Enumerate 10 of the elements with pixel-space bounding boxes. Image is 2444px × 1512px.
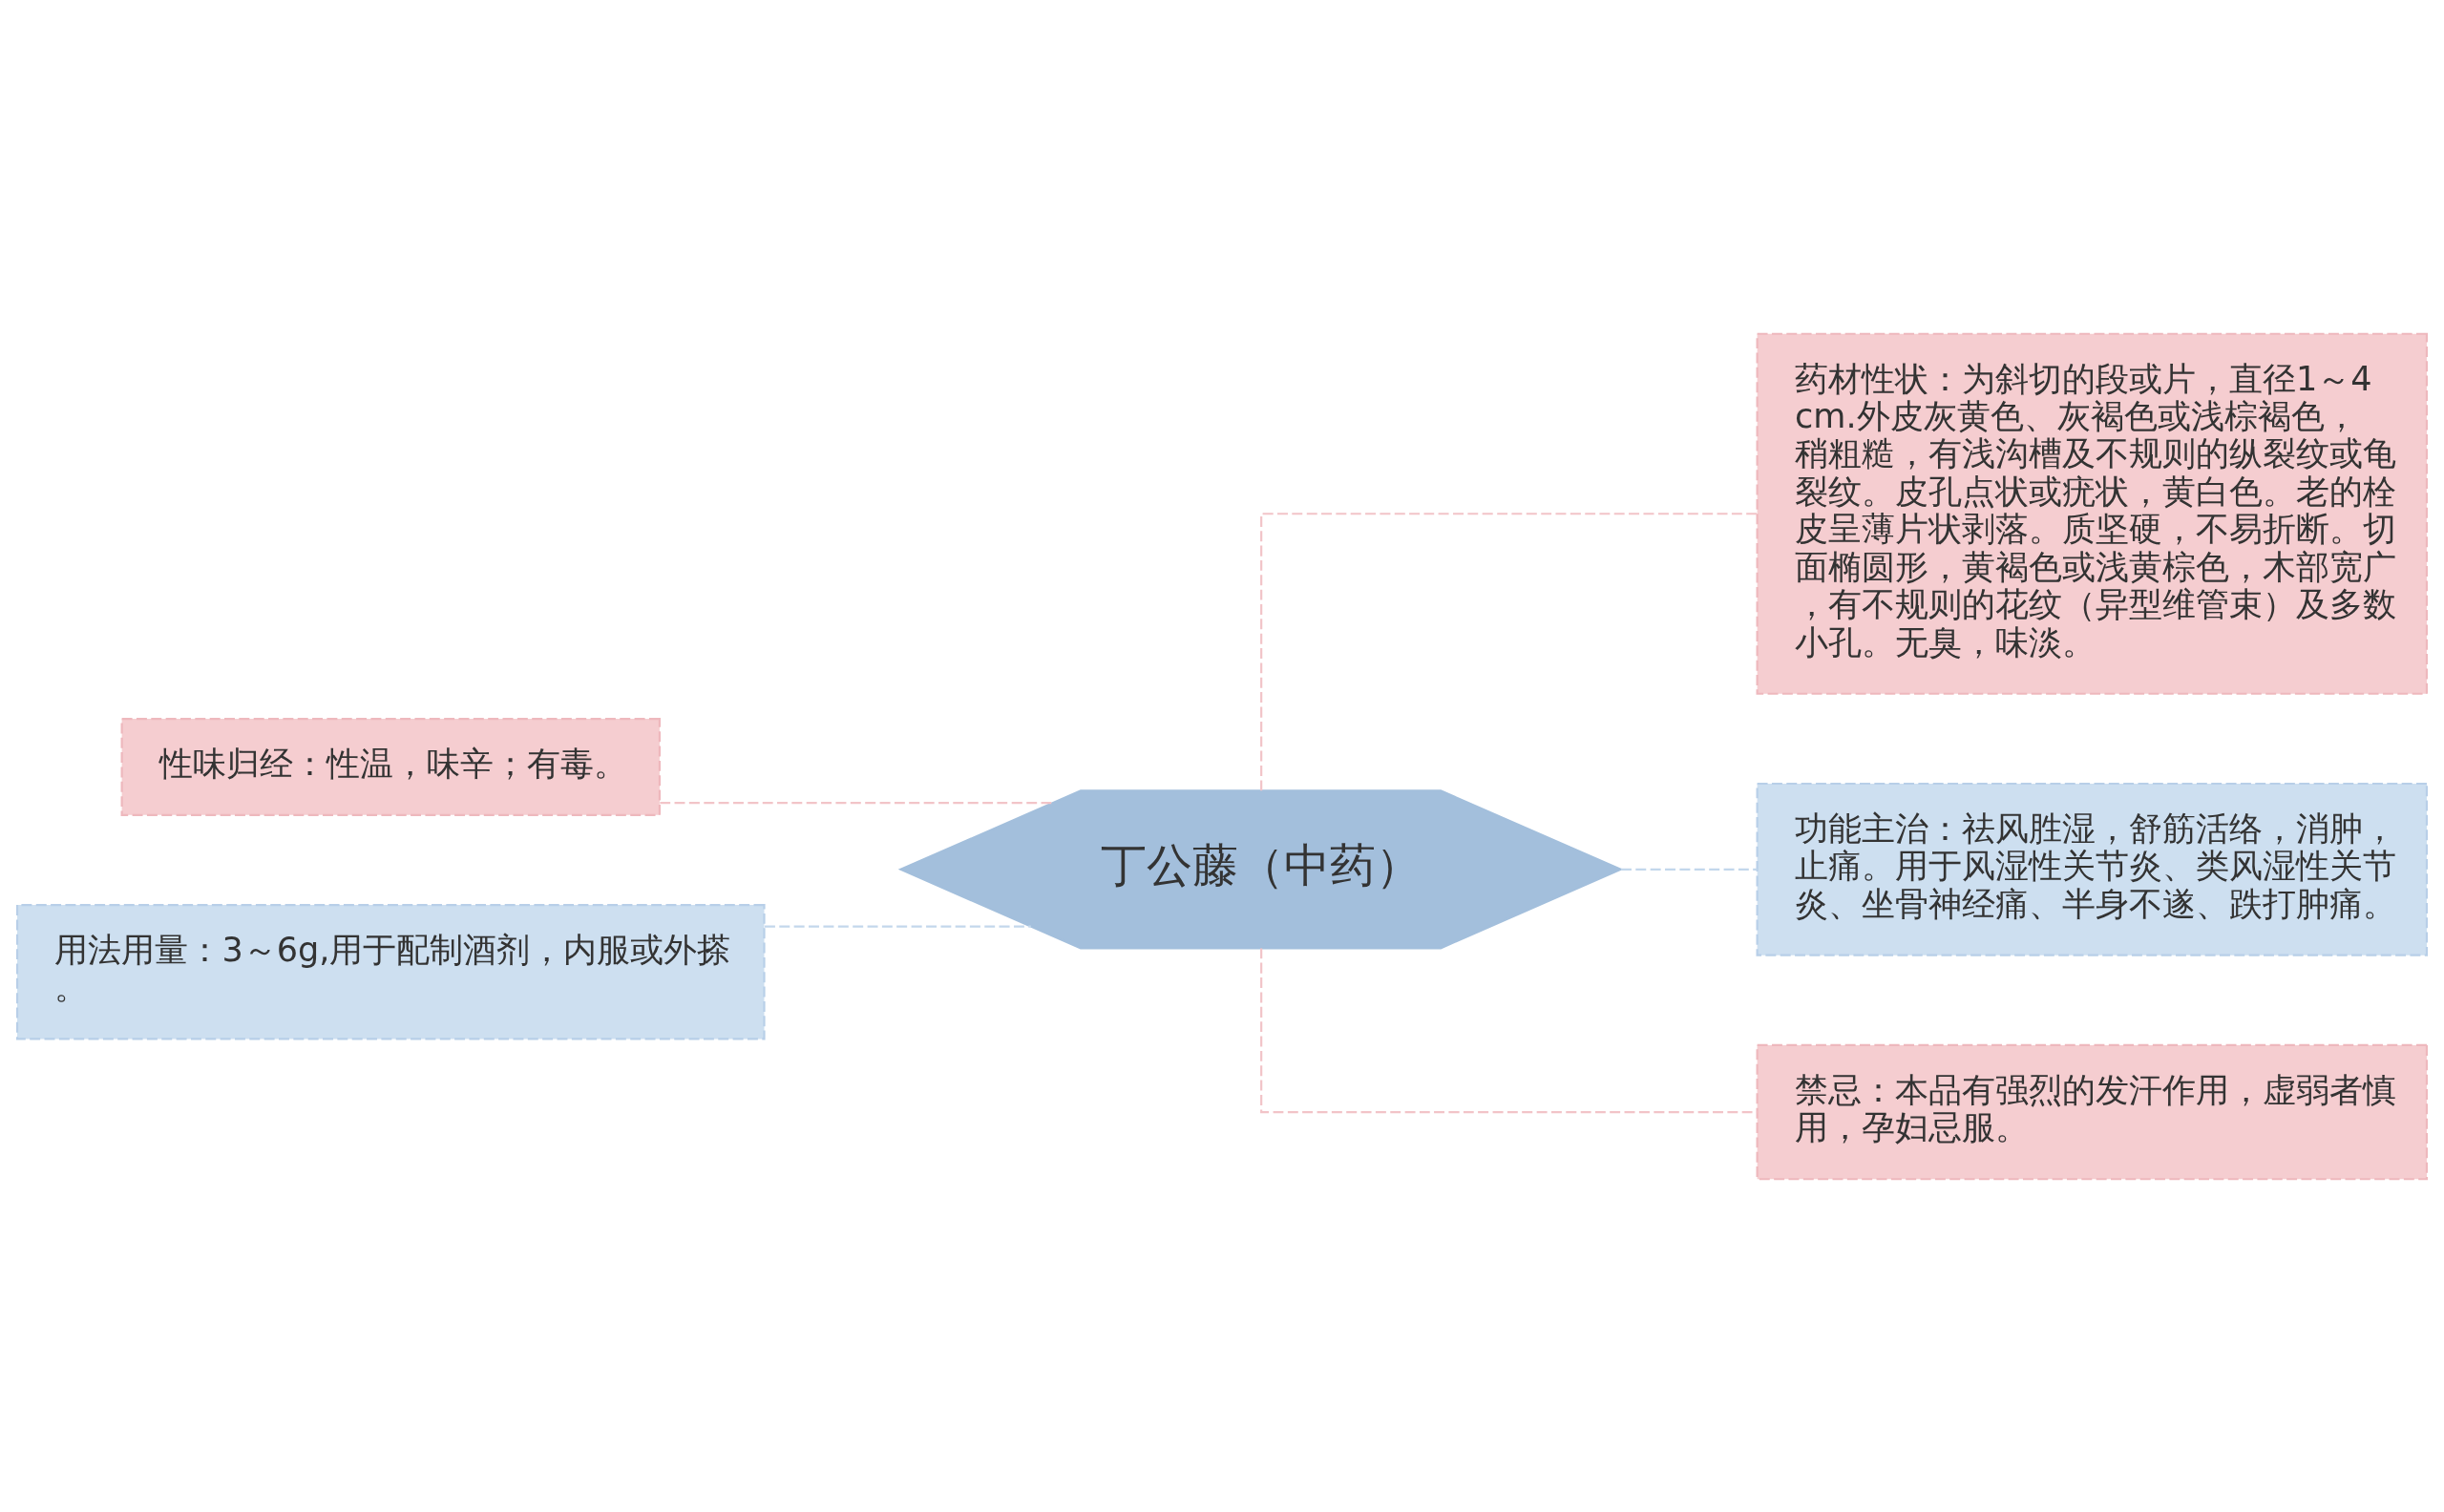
node-box: 用法用量：3～6g,用于配制酒剂，内服或外搽。 <box>15 903 766 1040</box>
connector <box>1260 947 1758 1113</box>
node-box: 功能主治：祛风胜湿，舒筋活络，消肿，止痛。用于风湿性关节炎、类风湿性关节炎、坐骨神经痛、半身不遂、跌打肿痛。 <box>1756 782 2429 956</box>
connector <box>1260 512 1758 790</box>
connector <box>765 925 1031 928</box>
connector <box>660 801 1053 804</box>
node-box: 药材性状：为斜切的段或片，直径1～4cm.外皮灰黄色、灰褐色或浅棕褐色，稍粗糙，有浅沟槽及不规则的纵裂纹或龟裂纹。皮孔点状或疣状，黄白色。老的栓皮呈薄片状剥落。质坚硬，不易折断。切面椭圆形，黄褐色或浅黄棕色，木部宽广，有不规则的花纹（异型维管束）及多数小孔。无臭，味淡。 <box>1756 332 2429 695</box>
node-box: 禁忌：本品有强烈的发汗作用，虚弱者慎用，孕妇忌服。 <box>1756 1043 2429 1180</box>
connector <box>1621 868 1758 871</box>
node-box: 性味归经：性温，味辛；有毒。 <box>120 717 661 816</box>
